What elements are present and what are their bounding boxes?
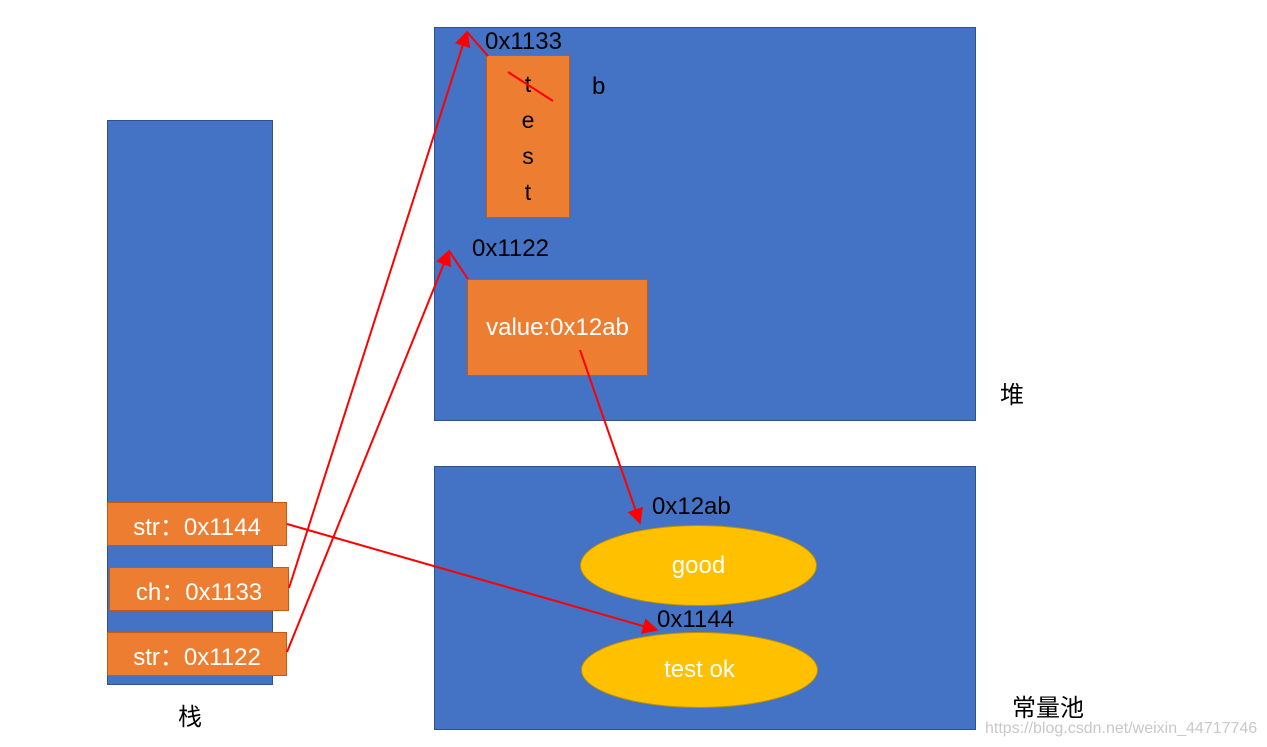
heap-char-replacement: b [592,73,606,100]
constant-pool-entry-text: test ok [664,656,735,683]
stack-cell-text: str：0x1144 [133,513,261,541]
char-cell: t [524,71,532,97]
heap-string-object-address: 0x1122 [472,235,549,262]
heap-char-array: t e s t [486,55,570,218]
char-cell: t [524,179,532,205]
char-cell: e [521,107,535,133]
stack-cell-str-0x1122: str：0x1122 [107,632,287,676]
stack-cell-text: str：0x1122 [133,643,261,671]
stack-cell-str-0x1144: str：0x1144 [107,502,287,546]
heap-char-array-address: 0x1133 [485,28,562,55]
constant-pool-entry-good: good [580,525,817,606]
watermark: https://blog.csdn.net/weixin_44717746 [985,720,1258,737]
heap-string-object: value:0x12ab [467,279,648,376]
stack-label: 栈 [178,704,202,731]
char-cell: s [522,143,534,169]
stack-cell-text: ch：0x1133 [135,578,263,606]
heap-label: 堆 [1000,382,1024,409]
stack-cell-ch-0x1133: ch：0x1133 [109,567,289,611]
constant-pool-entry-address: 0x12ab [652,493,731,520]
constant-pool-label: 常量池 [1012,695,1084,722]
arrow-str-to-string-object [286,249,452,653]
string-object-value: value:0x12ab [486,313,629,341]
constant-pool-entry-test-ok: test ok [581,632,818,708]
constant-pool-entry-text: good [671,551,726,579]
constant-pool-entry-address: 0x1144 [657,606,734,633]
